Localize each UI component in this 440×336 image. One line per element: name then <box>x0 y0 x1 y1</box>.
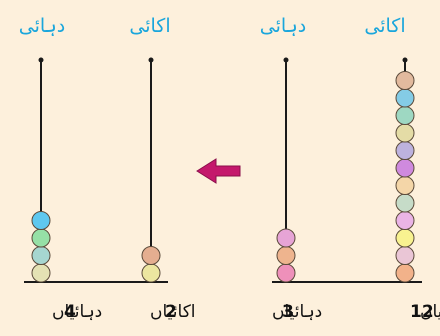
right-ones-beads <box>395 71 415 283</box>
right-ones-word: اکائیاں <box>420 302 440 322</box>
bead <box>395 193 415 213</box>
bead <box>395 106 415 125</box>
bead <box>276 263 296 283</box>
right-abacus <box>272 57 422 283</box>
rod-cap <box>402 57 408 63</box>
right-ones-header: اکائی <box>364 15 405 37</box>
left-tens-caption: دہائیاں 4 <box>52 302 102 322</box>
left-ones-beads <box>141 246 161 283</box>
left-ones-caption: اکائیاں 2 <box>150 302 196 322</box>
bead <box>395 141 415 160</box>
bead <box>276 246 296 265</box>
bead <box>141 246 161 265</box>
right-tens-word: دہائیاں <box>272 302 322 322</box>
bead <box>395 158 415 178</box>
left-tens-count: 4 <box>64 302 76 322</box>
bead <box>395 228 415 248</box>
left-tens-beads <box>31 211 51 283</box>
bead <box>276 228 296 248</box>
left-ones-header: اکائی <box>129 15 170 37</box>
right-ones-caption: اکائیاں 12 <box>410 302 440 322</box>
bead <box>395 263 415 283</box>
left-ones-word: اکائیاں <box>150 302 196 322</box>
right-tens-header: دہائی <box>260 15 307 37</box>
bead <box>31 228 51 248</box>
bead <box>141 263 161 283</box>
bead <box>395 246 415 265</box>
conversion-arrow-icon <box>196 158 241 184</box>
left-abacus <box>24 57 168 283</box>
right-tens-caption: دہائیاں 3 <box>272 302 322 322</box>
rod-cap <box>283 57 289 63</box>
bead <box>395 71 415 90</box>
bead <box>395 211 415 230</box>
right-tens-beads <box>276 228 296 283</box>
rod-cap <box>148 57 154 63</box>
bead <box>395 176 415 195</box>
right-ones-count: 12 <box>410 302 434 322</box>
bead <box>31 211 51 230</box>
bead <box>31 263 51 283</box>
bead <box>395 123 415 143</box>
bead <box>395 88 415 108</box>
rod-cap <box>38 57 44 63</box>
left-ones-count: 2 <box>165 302 177 322</box>
left-tens-word: دہائیاں <box>52 302 102 322</box>
right-tens-count: 3 <box>282 302 294 322</box>
bead <box>31 246 51 265</box>
left-tens-header: دہائی <box>19 15 66 37</box>
